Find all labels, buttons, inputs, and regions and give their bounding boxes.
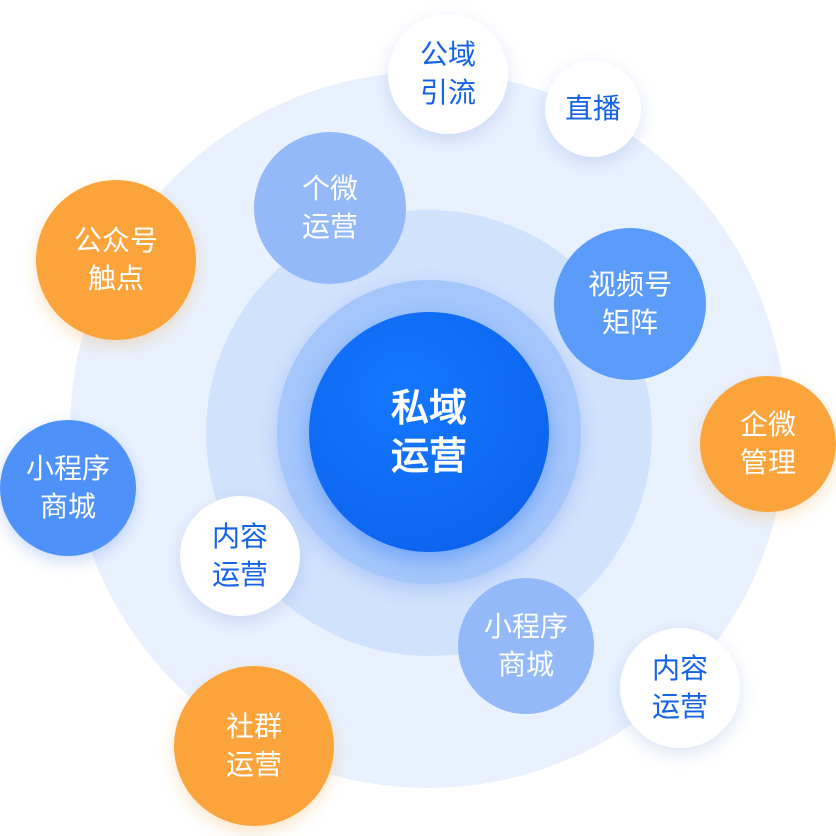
node-label-line2: 管理 bbox=[739, 446, 796, 479]
node-content-operation-outer: 内容 运营 bbox=[620, 628, 740, 748]
node-label-line2: 商城 bbox=[39, 490, 96, 523]
node-label-line1: 公域 bbox=[419, 38, 476, 71]
node-label-line1: 视频号 bbox=[587, 268, 672, 301]
node-personal-wechat: 个微 运营 bbox=[254, 132, 406, 284]
node-label-line1: 公众号 bbox=[73, 224, 158, 257]
node-label-line2: 矩阵 bbox=[601, 306, 658, 339]
node-label-line2: 运营 bbox=[651, 690, 708, 723]
node-label-line1: 个微 bbox=[301, 172, 358, 205]
node-channels-matrix: 视频号 矩阵 bbox=[554, 228, 706, 380]
node-miniprogram-mall-inner: 小程序 商城 bbox=[458, 578, 594, 714]
node-label-line1: 直播 bbox=[564, 92, 621, 125]
node-label-line1: 社群 bbox=[225, 710, 282, 743]
node-content-operation-inner: 内容 运营 bbox=[180, 496, 300, 616]
node-label-line2: 运营 bbox=[211, 558, 268, 591]
center-node-private-domain-operation: 私域 运营 bbox=[309, 312, 549, 552]
node-label-line1: 小程序 bbox=[483, 610, 568, 643]
node-community-operation: 社群 运营 bbox=[174, 666, 334, 826]
node-label-line2: 运营 bbox=[301, 210, 358, 243]
node-live: 直播 bbox=[545, 61, 641, 157]
node-miniprogram-mall-left: 小程序 商城 bbox=[0, 420, 136, 556]
node-label-line2: 触点 bbox=[87, 262, 144, 295]
node-label-line1: 小程序 bbox=[25, 452, 110, 485]
node-label-line2: 引流 bbox=[419, 76, 476, 109]
node-label-line1: 内容 bbox=[211, 520, 268, 553]
node-public-traffic: 公域 引流 bbox=[388, 14, 508, 134]
node-label-line1: 企微 bbox=[739, 408, 796, 441]
node-label-line2: 运营 bbox=[225, 748, 282, 781]
center-label-line2: 运营 bbox=[390, 434, 467, 478]
node-official-account: 公众号 触点 bbox=[36, 180, 196, 340]
center-label-line1: 私域 bbox=[390, 386, 467, 430]
node-wecom-management: 企微 管理 bbox=[700, 376, 836, 512]
node-label-line1: 内容 bbox=[651, 652, 708, 685]
node-label-line2: 商城 bbox=[497, 648, 554, 681]
